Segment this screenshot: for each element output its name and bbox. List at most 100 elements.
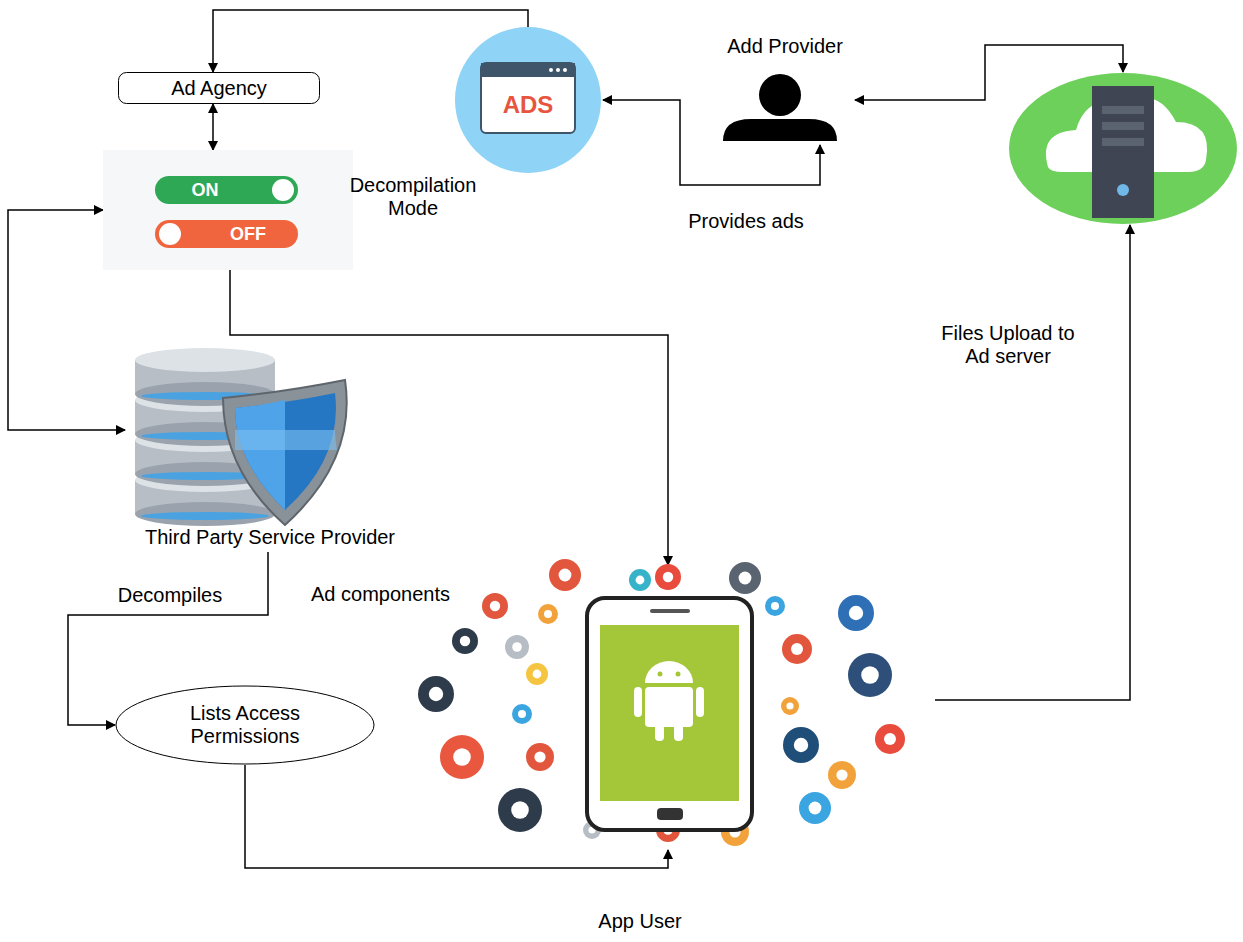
app-icon (505, 635, 529, 659)
icon-mark (544, 610, 552, 618)
android-head (645, 661, 693, 683)
app-icon (848, 653, 892, 697)
free-label: Ad components (280, 583, 481, 606)
ad-server (1008, 72, 1238, 225)
server-slot (1102, 138, 1144, 146)
window-dot (549, 68, 553, 72)
icon-disc (505, 635, 529, 659)
ads-window (481, 63, 575, 133)
icon-disc (512, 704, 532, 724)
icon-disc (782, 634, 812, 664)
icon-mark (512, 642, 522, 652)
icon-disc (498, 788, 542, 832)
ads-icon-circle (455, 27, 601, 173)
ad-provider-person: Add Provider (715, 35, 855, 145)
ad-server-art (1008, 72, 1238, 225)
node-label: OFF (198, 220, 298, 248)
app-icon (440, 735, 484, 779)
edge-label: Files Upload to Ad server (930, 322, 1086, 368)
app-icon (828, 761, 856, 789)
off-toggle (155, 220, 298, 248)
app-icon (512, 704, 532, 724)
app-icon (765, 596, 785, 616)
icon-mark (533, 670, 542, 679)
icon-mark (771, 602, 779, 610)
android-phone: App User (425, 565, 935, 850)
icon-mark (511, 801, 529, 819)
agency-box (119, 73, 320, 104)
app-icon (452, 628, 478, 654)
ads-icon: ADS (453, 25, 603, 175)
db-disc-bottom (135, 502, 275, 526)
icon-mark (490, 601, 500, 611)
off-knob (159, 223, 181, 245)
icon-disc (838, 595, 874, 631)
icon-mark (849, 606, 863, 620)
db-glow (141, 512, 269, 520)
connector-arrow (212, 104, 214, 150)
icon-disc (418, 676, 454, 712)
phone-button (657, 808, 683, 820)
icon-disc (549, 559, 581, 591)
agency-box: Ad Agency (118, 72, 320, 104)
icon-disc (765, 596, 785, 616)
switch-panel (103, 150, 353, 270)
android-eye (658, 672, 663, 677)
app-icon (526, 663, 548, 685)
server-light (1117, 184, 1129, 196)
connector-arrow (230, 270, 668, 565)
icon-mark (663, 572, 673, 582)
icon-mark (559, 569, 572, 582)
phone-screen (600, 625, 739, 801)
node-label: Decompilation Mode (328, 174, 498, 220)
person-body (723, 119, 837, 141)
android-arm (634, 687, 642, 717)
icon-mark (791, 643, 803, 655)
icon-disc (482, 593, 508, 619)
icon-disc (655, 564, 681, 590)
icon-disc (783, 727, 819, 763)
on-knob (272, 179, 294, 201)
shield-check (235, 430, 337, 450)
icon-disc (875, 724, 905, 754)
db-disc-top (135, 348, 275, 372)
icon-mark (861, 666, 879, 684)
icon-mark (453, 748, 471, 766)
server-slot (1102, 106, 1144, 114)
app-icon (498, 788, 542, 832)
edge-label: Provides ads (668, 210, 824, 233)
shield-check (235, 400, 285, 510)
app-icon (875, 724, 905, 754)
node-label: Add Provider (705, 35, 865, 58)
third-party-database: Third Party Service Provider (105, 350, 435, 550)
android-body (645, 687, 693, 727)
android-eye (676, 672, 681, 677)
window-dot (556, 68, 560, 72)
app-icon (526, 743, 554, 771)
app-icon (538, 604, 558, 624)
node-label: Ad Agency (118, 72, 320, 104)
app-icon (549, 559, 581, 591)
icon-mark (534, 751, 545, 762)
icon-mark (836, 769, 847, 780)
icon-mark (739, 572, 752, 585)
icon-disc (781, 697, 799, 715)
icon-mark (884, 733, 896, 745)
edge-label: Decompiles (92, 584, 248, 607)
icon-mark (809, 802, 822, 815)
window-dot (563, 68, 567, 72)
decompilation-switch-art (103, 150, 513, 270)
app-icon (629, 569, 651, 591)
icon-mark (518, 710, 526, 718)
server-circle (1009, 73, 1237, 224)
android-phone-art (425, 565, 935, 850)
icon-mark (794, 738, 808, 752)
icon-disc (629, 569, 651, 591)
server-slot (1102, 122, 1144, 130)
icon-disc (729, 562, 761, 594)
person-head (759, 74, 801, 116)
app-icon (838, 595, 874, 631)
icon-mark (636, 576, 645, 585)
icon-disc (848, 653, 892, 697)
on-toggle (155, 176, 298, 204)
